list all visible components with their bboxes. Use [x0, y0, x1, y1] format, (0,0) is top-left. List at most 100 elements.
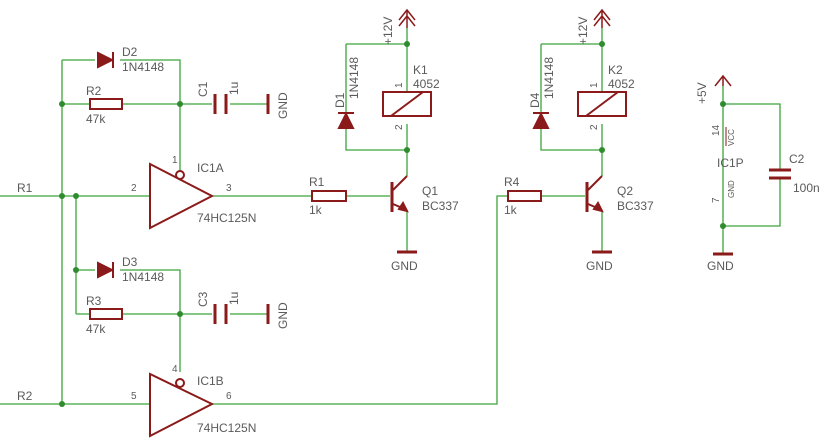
c3-gnd: GND — [276, 302, 290, 329]
junctions — [59, 41, 726, 407]
junction — [599, 41, 605, 47]
q2-value: BC337 — [617, 199, 654, 213]
ic1a-pin-out: 3 — [226, 183, 232, 194]
diode-d4-symbol — [532, 111, 550, 129]
resistor-r2-symbol — [89, 98, 123, 110]
ic1p-gnd-label: GND — [727, 180, 736, 198]
k2-pin-2: 2 — [589, 124, 600, 130]
k1-pin-1: 1 — [394, 82, 405, 88]
junction — [177, 101, 183, 107]
k2-supply-label: +12V — [576, 17, 590, 45]
junction — [404, 41, 410, 47]
relay-k2-symbol — [577, 91, 627, 117]
d4-value: 1N4148 — [542, 57, 556, 99]
capacitor-c2-symbol — [769, 168, 791, 180]
ic1p-vcc-label: VCC — [727, 129, 736, 146]
q2-gnd: GND — [586, 259, 613, 273]
junction — [59, 193, 65, 199]
c3-name: C3 — [196, 291, 210, 307]
ic1b-pin-in: 5 — [131, 391, 137, 402]
q1-value: BC337 — [422, 199, 459, 213]
r1-name: R1 — [309, 175, 325, 189]
supply-arrow-icon-k1 — [398, 8, 416, 28]
q1-gnd: GND — [391, 259, 418, 273]
k1-supply-label: +12V — [381, 17, 395, 45]
ic1p-pin-gnd: 7 — [711, 197, 722, 203]
capacitor-c3-symbol — [213, 304, 228, 324]
wire-ic1b-out — [212, 195, 585, 405]
r4-value: 1k — [504, 203, 518, 217]
ic1a-pin-oe: 1 — [172, 155, 178, 166]
buffer-ic1b-symbol — [149, 372, 215, 438]
net-label-r1: R1 — [17, 181, 33, 195]
k2-pin-1: 1 — [589, 82, 600, 88]
net-label-r2: R2 — [17, 389, 33, 403]
junction — [720, 223, 726, 229]
junction — [59, 401, 65, 407]
c1-gnd: GND — [276, 92, 290, 119]
r1-value: 1k — [309, 203, 323, 217]
d3-name: D3 — [122, 255, 138, 269]
junction — [73, 193, 79, 199]
q2-name: Q2 — [617, 184, 633, 198]
d1-name: D1 — [333, 92, 347, 108]
junction — [59, 101, 65, 107]
transistor-q1-symbol — [390, 175, 409, 213]
ic1b-value: 74HC125N — [197, 421, 256, 435]
wires — [0, 28, 781, 405]
junction — [720, 101, 726, 107]
c1-value: 1u — [227, 82, 241, 95]
junction — [599, 147, 605, 153]
c1-name: C1 — [196, 81, 210, 97]
ic1b-pin-out: 6 — [226, 391, 232, 402]
ic1a-value: 74HC125N — [197, 211, 256, 225]
k2-value: 4052 — [608, 77, 635, 91]
transistor-q2-symbol — [585, 175, 604, 213]
junction — [73, 267, 79, 273]
ic1p-gnd: GND — [707, 259, 734, 273]
r3-name: R3 — [86, 294, 102, 308]
diode-d1-symbol — [337, 111, 355, 129]
d4-name: D4 — [528, 92, 542, 108]
diode-d2-symbol — [97, 51, 115, 69]
r4-name: R4 — [504, 175, 520, 189]
k2-name: K2 — [608, 63, 623, 77]
c2-name: C2 — [789, 152, 805, 166]
diode-d3-symbol — [97, 261, 115, 279]
ic1a-name: IC1A — [197, 161, 224, 175]
d2-name: D2 — [122, 45, 138, 59]
ic1a-pin-in: 2 — [131, 183, 137, 194]
wire-vertical-mid — [75, 196, 181, 372]
wire-d2-loop — [62, 59, 181, 171]
junction — [404, 147, 410, 153]
r3-value: 47k — [86, 322, 106, 336]
resistor-r3-symbol — [89, 308, 123, 320]
d3-value: 1N4148 — [122, 270, 164, 284]
ic1p-pin-vcc: 14 — [711, 124, 722, 136]
c2-value: 100n — [793, 181, 820, 195]
c3-value: 1u — [227, 292, 241, 305]
r2-name: R2 — [86, 84, 102, 98]
resistor-r1-symbol — [311, 190, 347, 202]
ic1p-supply-label: +5V — [695, 82, 709, 104]
k1-pin-2: 2 — [394, 124, 405, 130]
ic1b-pin-oe: 4 — [172, 364, 178, 375]
k1-value: 4052 — [413, 77, 440, 91]
r2-value: 47k — [86, 112, 106, 126]
labels: R1 R2 D2 1N4148 R2 47k C1 1u GND IC1A 74… — [17, 17, 820, 435]
d2-value: 1N4148 — [122, 60, 164, 74]
junction — [177, 311, 183, 317]
supply-arrow-icon-k2 — [593, 8, 611, 28]
supply-arrow-icon-5v — [714, 74, 732, 87]
ic1b-name: IC1B — [197, 374, 224, 388]
ic1p-name: IC1P — [717, 156, 744, 170]
relay-k1-symbol — [382, 91, 432, 117]
capacitor-c1-symbol — [213, 94, 228, 114]
symbols — [89, 8, 791, 438]
k1-name: K1 — [413, 63, 428, 77]
d1-value: 1N4148 — [347, 57, 361, 99]
buffer-ic1a-symbol — [149, 162, 215, 230]
resistor-r4-symbol — [507, 190, 542, 202]
q1-name: Q1 — [422, 184, 438, 198]
